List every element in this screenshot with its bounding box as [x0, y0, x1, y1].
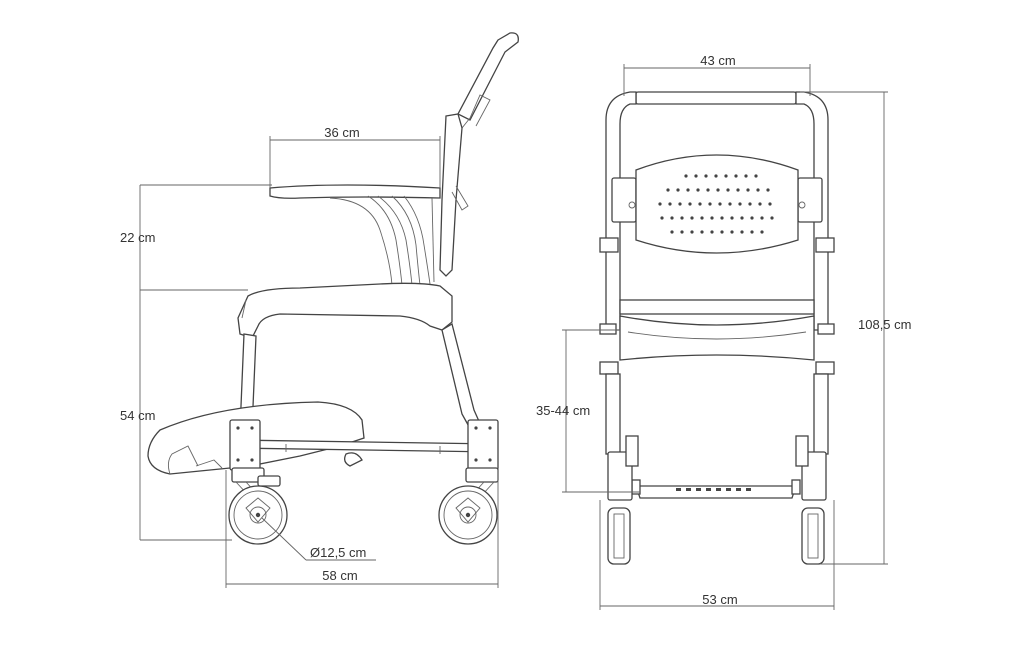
- footrest-perforation: [676, 488, 751, 491]
- front-view-drawing: [599, 91, 835, 565]
- armrest-height-label: 22 cm: [120, 230, 155, 245]
- top-width-label: 43 cm: [700, 53, 735, 68]
- seat-height-label: 54 cm: [120, 408, 155, 423]
- base-length-label: 58 cm: [322, 568, 357, 583]
- side-view-drawing: [147, 32, 519, 545]
- base-width-label: 53 cm: [702, 592, 737, 607]
- side-view-dimension-lines: [139, 136, 499, 588]
- wheel-diameter-label: Ø12,5 cm: [310, 545, 366, 560]
- total-height-label: 108,5 cm: [858, 317, 911, 332]
- armrest-depth-label: 36 cm: [324, 125, 359, 140]
- front-view-dimension-lines: [562, 64, 888, 610]
- footrest-height-label: 35-44 cm: [536, 403, 590, 418]
- backrest-perforation: [658, 174, 774, 234]
